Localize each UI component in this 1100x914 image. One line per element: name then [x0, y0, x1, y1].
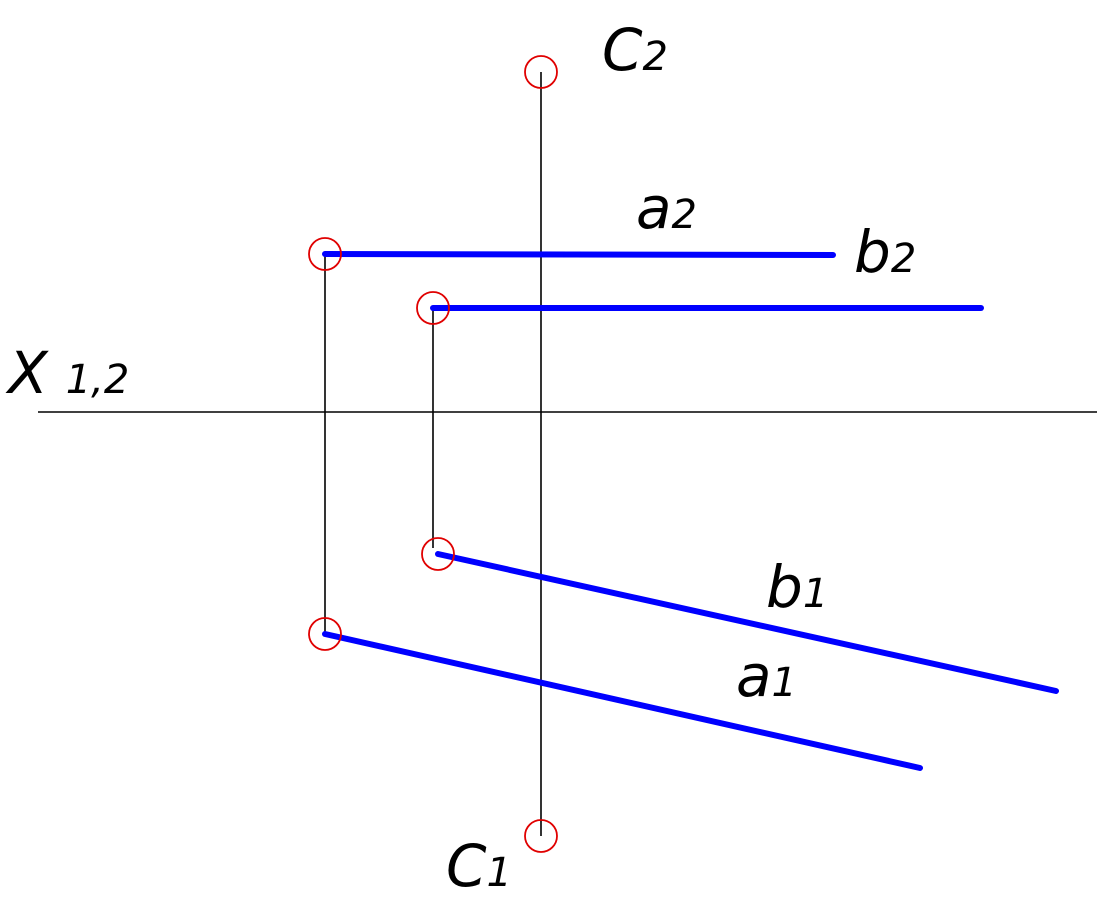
- label-axis: X 1,2: [5, 339, 129, 407]
- label-b1-main: b: [766, 553, 803, 621]
- label-b1-sub: 1: [803, 571, 828, 617]
- point-b2-start: [416, 291, 450, 325]
- label-a1-sub: 1: [772, 660, 797, 706]
- point-a1-start: [308, 617, 342, 651]
- point-c2: [524, 55, 558, 89]
- label-c2: C2: [602, 16, 668, 84]
- label-a2: a2: [636, 174, 697, 242]
- point-b1-start: [421, 537, 455, 571]
- label-b2-main: b: [854, 218, 891, 286]
- label-a2-sub: 2: [672, 192, 697, 238]
- label-b1: b1: [766, 553, 828, 621]
- label-c1: C1: [446, 832, 512, 900]
- label-c1-sub: 1: [487, 850, 512, 896]
- label-a1-main: a: [736, 642, 772, 710]
- point-a2-start: [308, 237, 342, 271]
- label-axis-sub: 1,2: [66, 357, 130, 403]
- label-a1: a1: [736, 642, 797, 710]
- label-c2-main: C: [602, 16, 643, 84]
- line-b1: [435, 551, 1059, 694]
- label-c2-sub: 2: [643, 34, 668, 80]
- point-c1: [524, 819, 558, 853]
- line-a2: [322, 251, 836, 258]
- label-b2-sub: 2: [891, 236, 916, 282]
- line-a1: [322, 631, 923, 771]
- label-c1-main: C: [446, 832, 487, 900]
- label-axis-main: X: [5, 339, 49, 407]
- label-a2-main: a: [636, 174, 672, 242]
- label-b2: b2: [854, 218, 916, 286]
